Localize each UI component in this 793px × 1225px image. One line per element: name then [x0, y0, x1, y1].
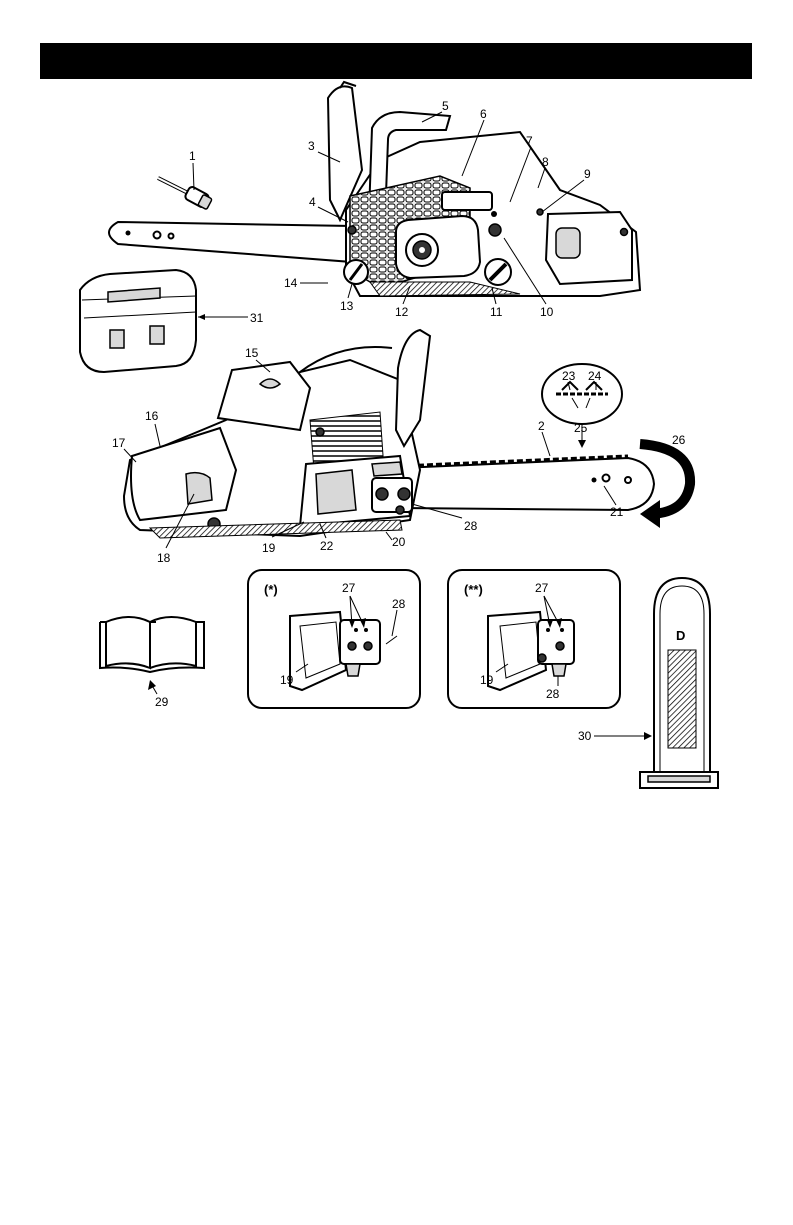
label-8: 8: [542, 155, 549, 169]
label-1: 1: [189, 149, 196, 163]
label-4: 4: [309, 195, 316, 209]
label-19: 19: [262, 541, 276, 555]
combination-wrench: [158, 178, 212, 210]
label-20: 20: [392, 535, 406, 549]
label-22: 22: [320, 539, 334, 553]
label-9: 9: [584, 167, 591, 181]
inset-label-single: (*): [264, 582, 278, 597]
label-14: 14: [284, 276, 298, 290]
chain-detail: [542, 364, 622, 448]
label-11: 11: [490, 305, 503, 319]
label-13: 13: [340, 299, 354, 313]
label-28b: 28: [546, 687, 560, 701]
label-29: 29: [155, 695, 169, 709]
label-26: 26: [672, 433, 686, 447]
label-27b: 27: [535, 581, 549, 595]
label-24: 24: [588, 369, 602, 383]
label-2: 2: [538, 419, 545, 433]
label-5: 5: [442, 99, 449, 113]
label-17: 17: [112, 436, 126, 450]
label-15: 15: [245, 346, 259, 360]
inset-label-double: (**): [464, 582, 483, 597]
label-31: 31: [250, 311, 264, 325]
parts-diagram: D 1 2 3 4 5 6 7 8 9 10 11 12 13 14 15 16…: [0, 0, 793, 800]
label-30: 30: [578, 729, 592, 743]
book-icon: [100, 617, 204, 694]
label-6: 6: [480, 107, 487, 121]
label-25: 25: [574, 421, 588, 435]
label-28: 28: [464, 519, 478, 533]
label-18: 18: [157, 551, 171, 565]
label-12: 12: [395, 305, 409, 319]
label-21: 21: [610, 505, 624, 519]
label-19a: 19: [280, 673, 294, 687]
label-7: 7: [526, 134, 533, 148]
label-23: 23: [562, 369, 576, 383]
svg-text:D: D: [676, 628, 685, 643]
label-10: 10: [540, 305, 554, 319]
label-16: 16: [145, 409, 159, 423]
label-28a: 28: [392, 597, 406, 611]
label-27a: 27: [342, 581, 356, 595]
label-3: 3: [308, 139, 315, 153]
carrying-case: [80, 270, 248, 372]
label-19b: 19: [480, 673, 494, 687]
